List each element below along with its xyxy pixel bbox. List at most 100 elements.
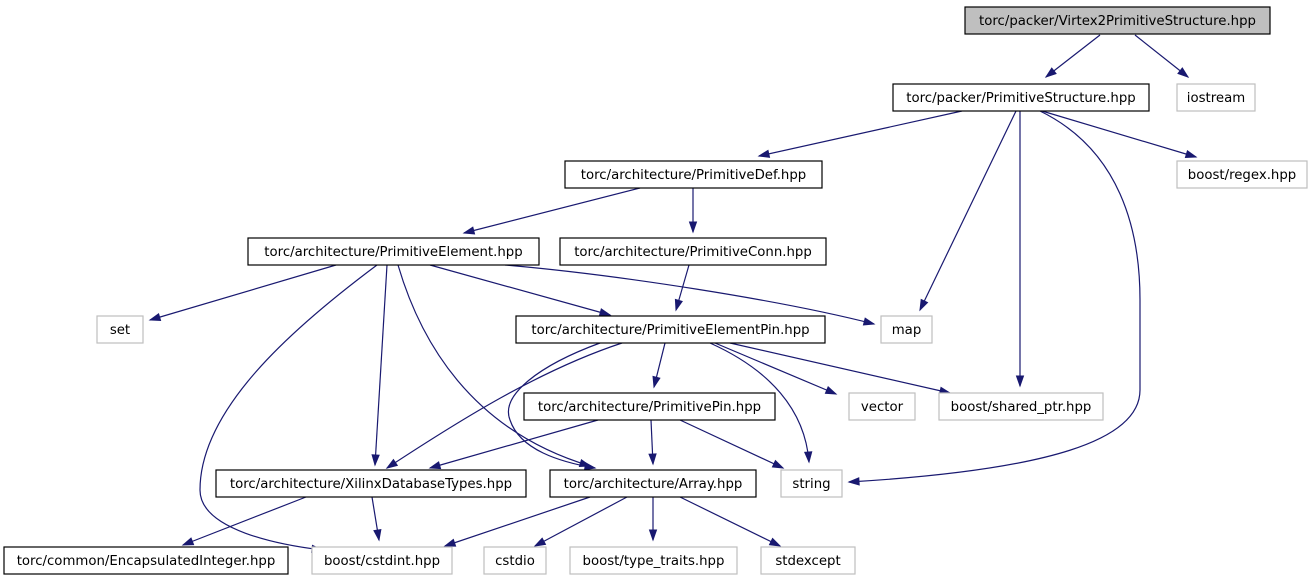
edge-line <box>534 496 628 547</box>
edge-pdef-to-pelem <box>462 187 641 235</box>
node-label: boost/regex.hpp <box>1188 168 1296 183</box>
node-label: torc/architecture/XilinxDatabaseTypes.hp… <box>230 477 512 492</box>
node-xdt[interactable]: torc/architecture/XilinxDatabaseTypes.hp… <box>215 469 527 498</box>
node-cstdint: boost/cstdint.hpp <box>311 546 453 575</box>
edge-line <box>1041 110 1197 158</box>
node-box <box>938 392 1104 421</box>
node-ttraits: boost/type_traits.hpp <box>569 546 738 575</box>
edge-arrowhead <box>583 462 597 471</box>
edge-line <box>429 264 611 316</box>
edge-pelem-to-cstdint <box>199 264 378 553</box>
edge-line <box>386 342 623 469</box>
edge-arrowhead <box>919 298 929 312</box>
node-ppin[interactable]: torc/architecture/PrimitivePin.hpp <box>523 392 776 421</box>
node-cstdio: cstdio <box>483 546 547 575</box>
edge-arrowhead <box>652 375 661 389</box>
node-box <box>564 160 823 189</box>
edge-arrowhead <box>533 537 547 547</box>
edge-xdt-to-encint <box>181 496 307 546</box>
edge-arrowhead <box>598 308 612 317</box>
edge-xdt-to-cstdint <box>371 496 382 542</box>
edge-pep-to-ppin <box>652 342 666 389</box>
node-encint[interactable]: torc/common/EncapsulatedInteger.hpp <box>3 546 289 575</box>
node-label: torc/architecture/PrimitivePin.hpp <box>538 400 761 415</box>
node-label: map <box>892 323 922 338</box>
edge-pep-to-string <box>709 342 813 464</box>
node-label: vector <box>861 400 904 415</box>
node-label: stdexcept <box>775 554 840 569</box>
edge-pelem-to-pep <box>429 264 612 317</box>
edge-arrowhead <box>804 451 813 464</box>
node-box <box>880 315 933 344</box>
edge-arrowhead <box>847 477 860 486</box>
node-label: torc/common/EncapsulatedInteger.hpp <box>17 554 276 569</box>
edge-ppin-to-array <box>648 419 657 466</box>
edge-arrowhead <box>757 149 771 158</box>
edge-line <box>463 187 641 234</box>
node-label: torc/architecture/PrimitiveElementPin.hp… <box>531 323 809 338</box>
edge-pelem-to-set <box>148 264 337 322</box>
edge-array-to-ttraits <box>648 497 658 542</box>
node-label: cstdio <box>495 554 535 569</box>
edge-ps-to-string <box>847 110 1141 486</box>
edge-arrowhead <box>371 454 380 467</box>
edges-layer <box>148 34 1198 553</box>
edge-line <box>504 264 875 325</box>
node-box <box>1176 160 1308 189</box>
edge-line <box>429 419 599 469</box>
edge-line <box>919 110 1017 311</box>
edge-arrowhead <box>385 458 399 469</box>
node-regex: boost/regex.hpp <box>1176 160 1308 189</box>
edge-arrowhead <box>674 298 683 312</box>
edge-line <box>758 110 963 157</box>
node-label: string <box>792 477 830 492</box>
edge-ppin-to-string <box>679 419 785 469</box>
edge-line <box>679 496 781 547</box>
node-box <box>215 469 527 498</box>
edge-arrowhead <box>428 461 442 470</box>
node-sptr: boost/shared_ptr.hpp <box>938 392 1104 421</box>
edge-ps-to-regex <box>1041 110 1198 159</box>
edge-line <box>848 110 1141 483</box>
edge-arrowhead <box>1044 67 1057 78</box>
edge-arrowhead <box>462 226 476 235</box>
edge-arrowhead <box>373 528 382 542</box>
node-string: string <box>780 469 843 498</box>
node-box <box>892 83 1150 112</box>
node-label: boost/shared_ptr.hpp <box>951 400 1092 415</box>
node-label: boost/type_traits.hpp <box>583 554 725 569</box>
node-root[interactable]: torc/packer/Virtex2PrimitiveStructure.hp… <box>964 6 1271 35</box>
node-pelem[interactable]: torc/architecture/PrimitiveElement.hpp <box>247 237 540 266</box>
edge-root-to-iostream <box>1134 34 1190 78</box>
edge-ppin-to-xdt <box>428 419 599 470</box>
node-pconn[interactable]: torc/architecture/PrimitiveConn.hpp <box>559 237 827 266</box>
node-pdef[interactable]: torc/architecture/PrimitiveDef.hpp <box>564 160 823 189</box>
node-vector: vector <box>848 392 916 421</box>
node-box <box>523 392 776 421</box>
edge-arrowhead <box>688 221 698 234</box>
edge-line <box>182 496 307 546</box>
node-label: torc/architecture/Array.hpp <box>564 477 743 492</box>
node-label: torc/packer/Virtex2PrimitiveStructure.hp… <box>979 14 1256 29</box>
node-box <box>780 469 843 498</box>
edge-pdef-to-pconn <box>688 188 698 234</box>
edge-arrowhead <box>1184 149 1198 159</box>
node-box <box>569 546 738 575</box>
node-array[interactable]: torc/architecture/Array.hpp <box>549 469 757 498</box>
edge-array-to-cstdio <box>533 496 628 547</box>
edge-line <box>374 264 388 466</box>
edge-line <box>1045 34 1101 78</box>
node-stdexcept: stdexcept <box>760 546 856 575</box>
node-label: torc/architecture/PrimitiveDef.hpp <box>581 168 806 183</box>
node-set: set <box>96 315 144 344</box>
edge-pelem-to-xdt <box>371 264 388 467</box>
edge-pep-to-sptr <box>729 342 952 395</box>
node-box <box>311 546 453 575</box>
node-ps[interactable]: torc/packer/PrimitiveStructure.hpp <box>892 83 1150 112</box>
edge-pelem-to-array <box>397 264 592 468</box>
node-pep[interactable]: torc/architecture/PrimitiveElementPin.hp… <box>515 315 826 344</box>
edge-line <box>709 342 810 463</box>
edge-line <box>714 342 837 395</box>
node-box <box>848 392 916 421</box>
